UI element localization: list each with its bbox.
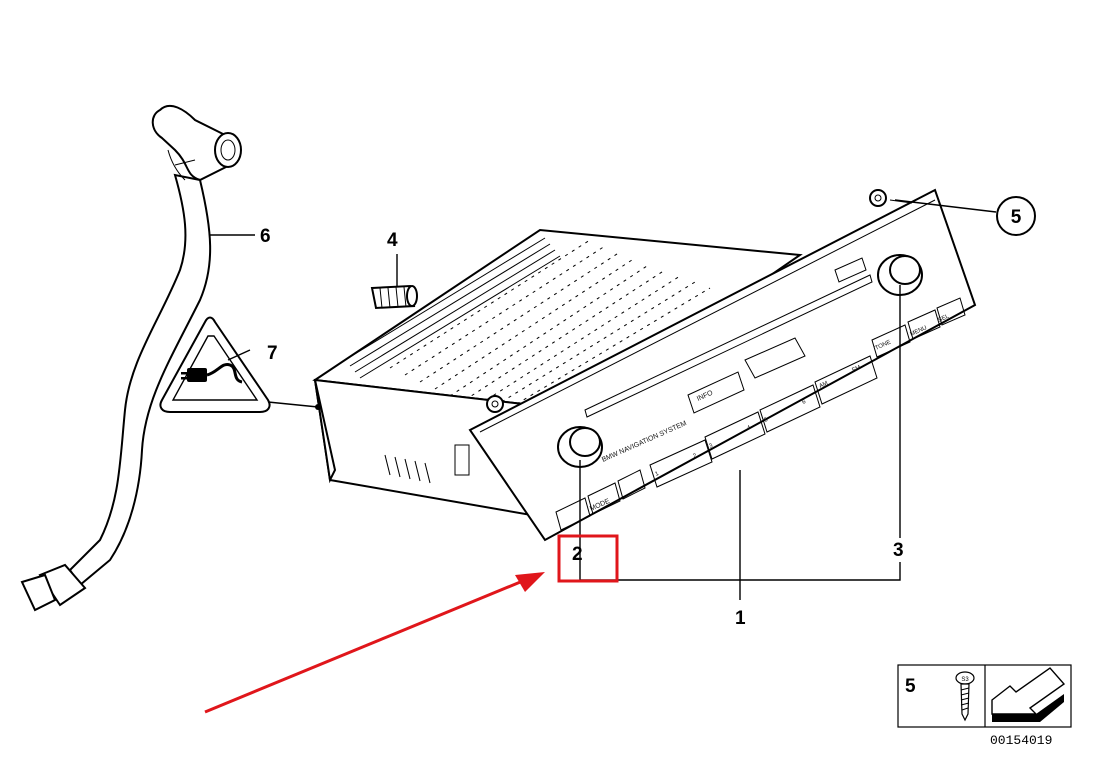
volume-knob [557,426,603,468]
preset-1-label: 1 [654,471,660,478]
callout-5: 5 [1011,207,1022,228]
callout-5-circle: 5 [996,196,1036,236]
tuning-knob [877,254,923,296]
callout-6: 6 [260,226,271,247]
callout-2: 2 [572,544,583,565]
am-label: AM [818,381,829,390]
reference-code: 00154019 [990,733,1052,748]
fm-label: FM [851,365,861,374]
preset-3-label: 3 [708,443,714,450]
sel-label: SEL [937,313,950,323]
faceplate-buttons [555,297,966,531]
pin-part [370,284,418,310]
screw-mark: S3 [961,677,969,683]
plug-icon [181,362,243,384]
callout-3: 3 [893,540,904,561]
legend-number: 5 [905,676,916,697]
preset-5-label: 5 [763,417,769,424]
screw-legend-box: 5 S3 [897,664,1072,728]
callout-1: 1 [735,608,746,629]
callout-7: 7 [267,343,278,364]
screw-icon: S3 [955,671,975,722]
warning-label-part [159,316,271,413]
arrow-icon [991,667,1066,722]
leader-lines [210,199,997,600]
callout-4: 4 [387,230,398,251]
navigation-unit-part: BMW NAVIGATION SYSTEM INFO MODE TONE MEN… [312,188,977,542]
preset-2-label: 2 [692,453,698,460]
highlight-box [557,534,619,583]
antenna-cable-part [20,104,242,612]
preset-6-label: 6 [801,399,807,406]
preset-4-label: 4 [746,425,752,432]
red-arrow [204,572,545,714]
